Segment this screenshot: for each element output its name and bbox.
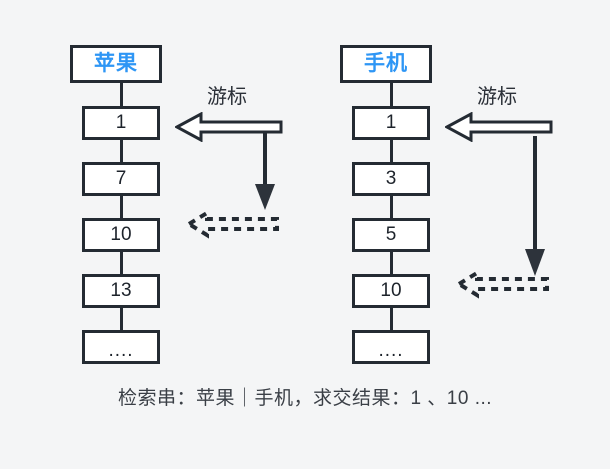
next-position-dashed-arrow-icon	[185, 209, 279, 239]
posting-list-header-apple: 苹果	[70, 45, 162, 83]
cursor-label: 游标	[477, 86, 517, 108]
cursor-advance-down-arrow-icon	[525, 136, 545, 276]
posting-node: 5	[352, 218, 430, 252]
posting-node: 3	[352, 162, 430, 196]
connector-line	[390, 252, 393, 274]
cursor-label: 游标	[207, 86, 247, 108]
cursor-advance-down-arrow-icon	[255, 132, 275, 210]
next-position-dashed-arrow-icon	[455, 269, 549, 299]
posting-node: 7	[82, 162, 160, 196]
posting-node: 1	[82, 106, 160, 140]
connector-line	[120, 196, 123, 218]
connector-line	[120, 252, 123, 274]
connector-line	[390, 140, 393, 162]
posting-node: 10	[82, 218, 160, 252]
posting-node: 10	[352, 274, 430, 308]
posting-node: 1	[352, 106, 430, 140]
diagram-caption: 检索串：苹果｜手机，求交结果：1 、10 ...	[117, 388, 493, 409]
cursor-block-arrow-icon	[175, 112, 283, 142]
connector-line	[120, 83, 123, 106]
posting-node-ellipsis: ....	[352, 330, 430, 364]
connector-line	[120, 140, 123, 162]
connector-line	[390, 308, 393, 330]
posting-list-header-phone: 手机	[340, 45, 432, 83]
cursor-block-arrow-icon	[445, 112, 553, 142]
posting-node: 13	[82, 274, 160, 308]
connector-line	[390, 196, 393, 218]
connector-line	[390, 83, 393, 106]
posting-node-ellipsis: ....	[82, 330, 160, 364]
connector-line	[120, 308, 123, 330]
